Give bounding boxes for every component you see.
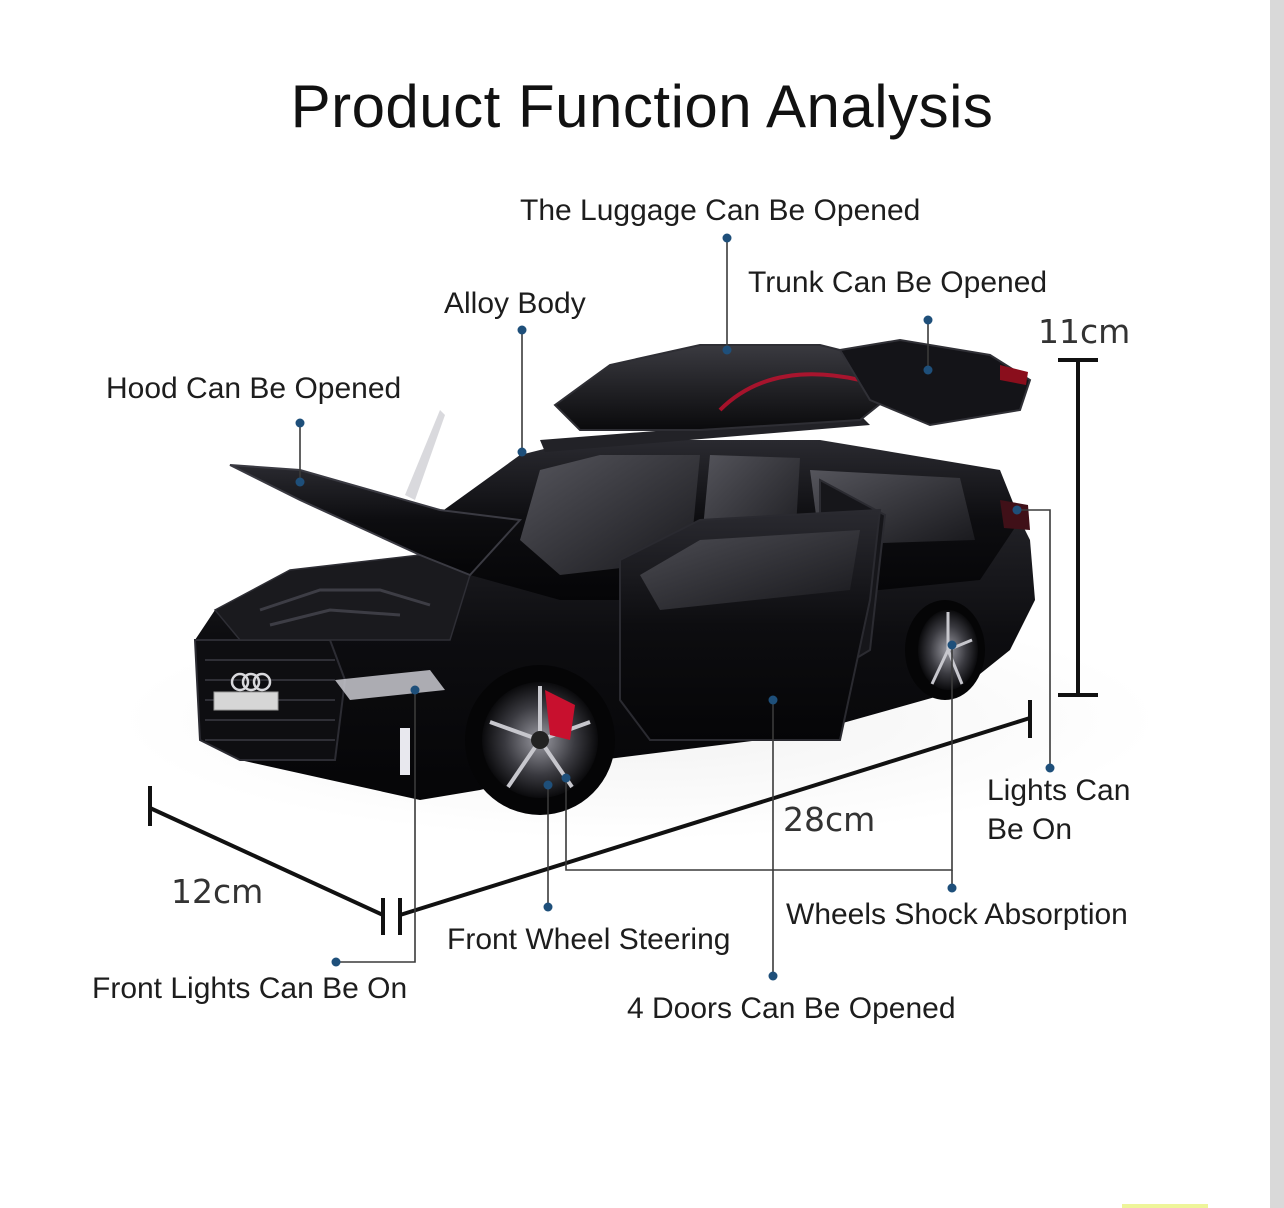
logo-rings xyxy=(230,672,272,692)
license-plate xyxy=(213,691,279,711)
label-hood: Hood Can Be Opened xyxy=(106,372,402,405)
page-title: Product Function Analysis xyxy=(290,73,994,140)
label-doors: 4 Doors Can Be Opened xyxy=(627,992,956,1025)
label-lights-line1: Lights Can xyxy=(987,774,1131,807)
front-wheel xyxy=(465,665,615,815)
rear-wheel xyxy=(905,600,985,700)
car-model xyxy=(193,338,1035,815)
label-trunk: Trunk Can Be Opened xyxy=(748,266,1048,299)
hood-panel xyxy=(229,464,523,577)
width-line xyxy=(149,806,384,917)
label-front-wheel-steering: Front Wheel Steering xyxy=(447,923,731,956)
label-lights-line2: Be On xyxy=(987,813,1073,846)
window-right-edge xyxy=(1270,0,1284,1208)
dimension-length: 28cm xyxy=(783,800,876,839)
label-shock-absorption: Wheels Shock Absorption xyxy=(786,898,1128,931)
label-alloy-body: Alloy Body xyxy=(444,287,586,320)
rear-light xyxy=(1000,500,1030,530)
dimension-height: 11cm xyxy=(1038,312,1131,351)
label-front-lights: Front Lights Can Be On xyxy=(92,972,408,1005)
callout-leaders xyxy=(299,238,1051,976)
label-luggage: The Luggage Can Be Opened xyxy=(520,194,921,227)
length-line xyxy=(399,716,1031,917)
corner-highlight xyxy=(1122,1204,1208,1208)
trunk-lid xyxy=(838,338,1032,427)
callout-dots xyxy=(295,233,1055,981)
dimension-width: 12cm xyxy=(171,872,264,911)
dimension-lines xyxy=(148,358,1098,935)
roof-box xyxy=(553,344,887,431)
fog-light xyxy=(400,728,410,775)
